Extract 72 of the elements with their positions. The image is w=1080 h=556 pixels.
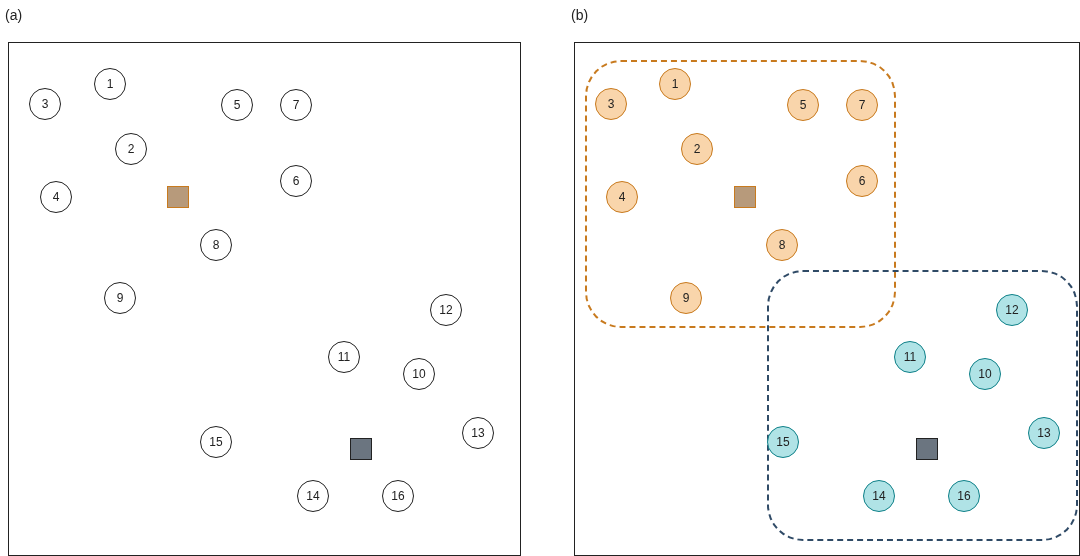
node-number: 15 — [209, 435, 223, 449]
numbered-circle — [846, 165, 878, 197]
node-number: 8 — [212, 238, 220, 252]
square-marker — [734, 186, 756, 208]
numbered-circle — [382, 480, 414, 512]
node-number: 11 — [337, 350, 351, 364]
node-number: 14 — [872, 489, 886, 503]
numbered-circle — [29, 88, 61, 120]
panel-label: (b) — [571, 7, 589, 23]
numbered-circle — [328, 341, 360, 373]
numbered-circle — [94, 68, 126, 100]
square-marker — [350, 438, 372, 460]
node-number: 16 — [957, 489, 971, 503]
numbered-circle — [670, 282, 702, 314]
node-number: 3 — [41, 97, 49, 111]
numbered-circle — [1028, 417, 1060, 449]
numbered-circle — [863, 480, 895, 512]
numbered-circle — [969, 358, 1001, 390]
node-number: 10 — [412, 367, 426, 381]
node-number: 12 — [1005, 303, 1019, 317]
numbered-circle — [948, 480, 980, 512]
node-number: 6 — [858, 174, 866, 188]
numbered-circle — [996, 294, 1028, 326]
numbered-circle — [430, 294, 462, 326]
node-number: 7 — [292, 98, 300, 112]
node-number: 6 — [292, 174, 300, 188]
numbered-circle — [200, 229, 232, 261]
numbered-circle — [787, 89, 819, 121]
numbered-circle — [595, 88, 627, 120]
square-marker — [167, 186, 189, 208]
node-number: 12 — [439, 303, 453, 317]
node-number: 9 — [116, 291, 124, 305]
node-number: 11 — [903, 350, 917, 364]
numbered-circle — [40, 181, 72, 213]
numbered-circle — [766, 229, 798, 261]
node-number: 15 — [776, 435, 790, 449]
numbered-circle — [767, 426, 799, 458]
node-number: 5 — [233, 98, 241, 112]
cluster-region — [767, 270, 1078, 541]
numbered-circle — [894, 341, 926, 373]
node-number: 9 — [682, 291, 690, 305]
numbered-circle — [462, 417, 494, 449]
panel-label: (a) — [5, 7, 23, 23]
numbered-circle — [280, 89, 312, 121]
node-number: 3 — [607, 97, 615, 111]
node-number: 13 — [1037, 426, 1051, 440]
node-number: 8 — [778, 238, 786, 252]
numbered-circle — [403, 358, 435, 390]
node-number: 5 — [799, 98, 807, 112]
numbered-circle — [681, 133, 713, 165]
node-number: 7 — [858, 98, 866, 112]
node-number: 13 — [471, 426, 485, 440]
numbered-circle — [115, 133, 147, 165]
numbered-circle — [846, 89, 878, 121]
node-number: 4 — [52, 190, 60, 204]
numbered-circle — [606, 181, 638, 213]
numbered-circle — [104, 282, 136, 314]
node-number: 16 — [391, 489, 405, 503]
numbered-circle — [200, 426, 232, 458]
node-number: 10 — [978, 367, 992, 381]
numbered-circle — [221, 89, 253, 121]
node-number: 2 — [127, 142, 135, 156]
node-number: 1 — [671, 77, 679, 91]
node-number: 1 — [106, 77, 114, 91]
cluster-region — [585, 60, 896, 328]
node-number: 2 — [693, 142, 701, 156]
node-number: 14 — [306, 489, 320, 503]
numbered-circle — [297, 480, 329, 512]
numbered-circle — [659, 68, 691, 100]
node-number: 4 — [618, 190, 626, 204]
numbered-circle — [280, 165, 312, 197]
square-marker — [916, 438, 938, 460]
